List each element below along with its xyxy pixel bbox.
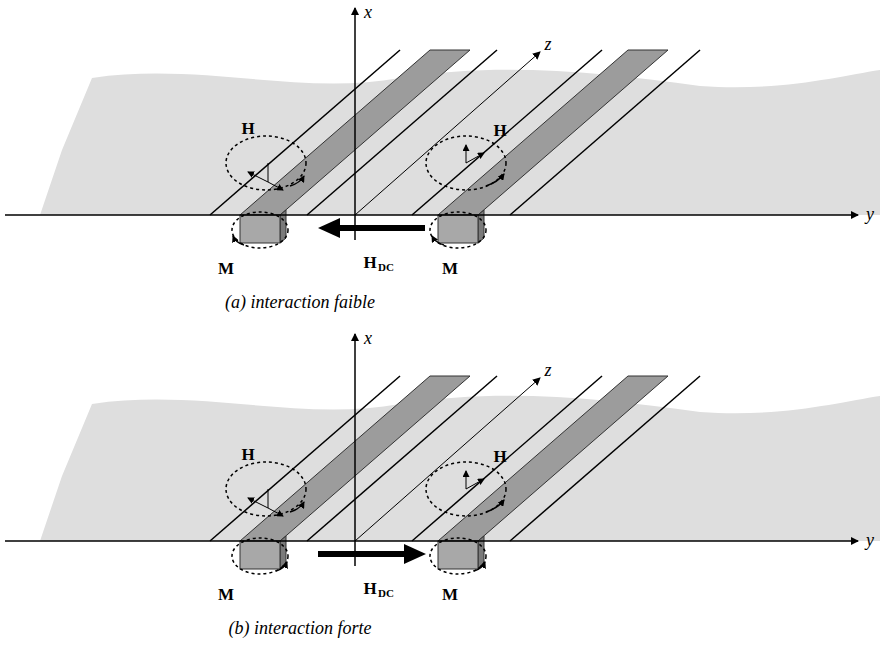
axis-label: x	[364, 3, 372, 21]
field-label: H	[241, 120, 254, 137]
field-label: M	[442, 260, 458, 277]
axis-label: z	[544, 35, 551, 53]
axis-label: z	[544, 361, 551, 379]
panel-caption: (b) interaction forte	[229, 619, 372, 637]
field-label: M	[218, 586, 234, 603]
field-label: H	[241, 446, 254, 463]
field-label: M	[442, 586, 458, 603]
subscript-label: DC	[378, 588, 394, 599]
field-label: H	[493, 122, 506, 139]
axis-label: y	[866, 205, 874, 223]
field-label: M	[218, 260, 234, 277]
panel-caption: (a) interaction faible	[225, 293, 375, 311]
field-label: H	[363, 580, 376, 597]
field-label: H	[363, 254, 376, 271]
subscript-label: DC	[378, 262, 394, 273]
axis-label: y	[866, 531, 874, 549]
axis-label: x	[364, 329, 372, 347]
field-label: H	[493, 448, 506, 465]
